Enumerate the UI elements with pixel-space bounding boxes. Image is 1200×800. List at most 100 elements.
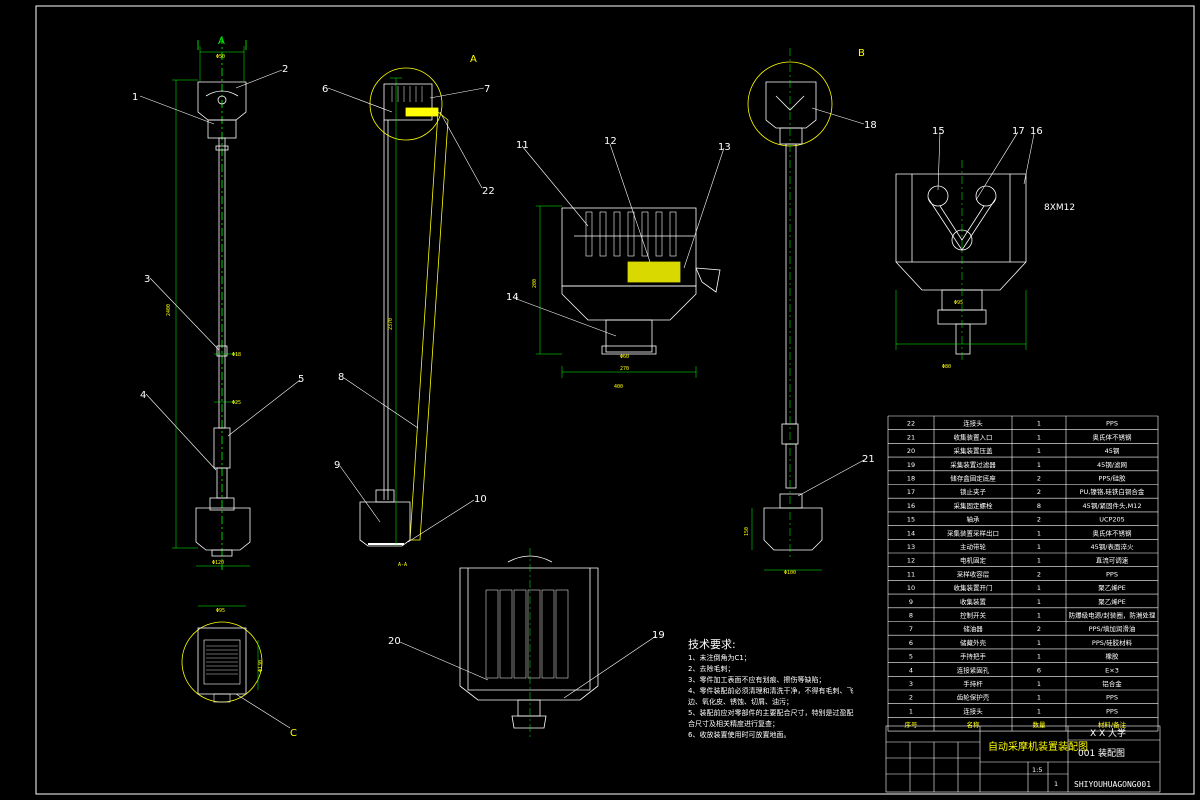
callout-15: 15 — [932, 126, 945, 137]
bom-cell: 2 — [1037, 488, 1041, 496]
note-line: 6、收放装置使用时可放置地面。 — [688, 730, 790, 739]
dim-total-mid: 2370 — [388, 318, 394, 330]
drawing-code: SHIYOUHUAGONG001 — [1074, 780, 1151, 789]
bom-cell: 手持杆 — [963, 679, 983, 688]
section-a-marks — [197, 40, 247, 50]
callout-17: 17 — [1012, 126, 1025, 137]
notes-lines: 1、未注倒角为C1；2、去除毛刺；3、零件加工表面不应有划痕、擦伤等缺陷；4、零… — [688, 653, 853, 739]
callout-7: 7 — [484, 84, 490, 95]
drawing-number: 001 装配图 — [1078, 747, 1125, 759]
bom-cell: 1 — [1037, 653, 1041, 661]
bom-cell: 4 — [909, 666, 913, 674]
left-dims — [172, 46, 250, 567]
callout-18: 18 — [864, 120, 877, 131]
bom-cell: 15 — [907, 516, 915, 524]
callout-10: 10 — [474, 494, 487, 505]
bom-cell: 连接头 — [963, 706, 983, 715]
drawing-title: 自动采摩机装置装配图 — [988, 740, 1088, 753]
left-view — [195, 36, 251, 570]
school-name: X X 大学 — [1090, 727, 1126, 739]
bom-cell: 储油器 — [963, 624, 983, 633]
bom-cell: 储藏外壳 — [960, 638, 987, 647]
dim-c-w: Φ95 — [216, 608, 225, 614]
bom-cell: 1 — [1037, 529, 1041, 537]
dim-right-h: 150 — [744, 527, 750, 536]
bom-cell: 防爆级电源/封装圈，防潮处理 — [1069, 611, 1156, 620]
bom-cell: PPS — [1106, 570, 1118, 578]
callout-16: 16 — [1030, 126, 1043, 137]
bom-cell: 1 — [1037, 447, 1041, 455]
section-a-right-label: A — [470, 54, 477, 65]
bom-cell: 轴承 — [967, 515, 981, 524]
bom-cell: 2 — [1037, 570, 1041, 578]
bom-cell: 19 — [907, 461, 915, 469]
note-line: 边、氧化皮、锈蚀、切屑、油污； — [688, 697, 793, 706]
dim-c-h: Φ130 — [258, 660, 264, 672]
bom-cell: 21 — [907, 433, 915, 441]
bom-header-cell: 数量 — [1033, 720, 1047, 729]
bom-cell: 手持把手 — [960, 652, 987, 661]
callout-21: 21 — [862, 454, 875, 465]
section-c-label: C — [290, 728, 297, 739]
bom-cell: 11 — [907, 570, 915, 578]
note-line: 2、去除毛刺； — [688, 664, 734, 673]
dim-total-left: 2400 — [166, 304, 172, 316]
bom-cell: 45钢/表面淬火 — [1091, 542, 1134, 551]
bom-cell: 2 — [1037, 625, 1041, 633]
dim-far-right-bottom: Φ80 — [942, 364, 951, 370]
dim-box-w: 270 — [620, 366, 629, 372]
bom-cell: 聚乙烯PE — [1098, 597, 1126, 606]
bom-cell: 收集装置 — [960, 597, 987, 606]
dim-side-w: Φ95 — [954, 300, 963, 306]
bom-cell: 2 — [909, 694, 913, 702]
bom-cell: PPS — [1106, 420, 1118, 428]
note-line: 5、装配前应对零部件的主要配合尺寸，特别是过盈配 — [688, 708, 853, 717]
bom-cell: PPS/填加润滑油 — [1089, 624, 1136, 633]
callout-22: 22 — [482, 186, 495, 197]
bom-cell: 1 — [1037, 557, 1041, 565]
bom-cell: 收集装置入口 — [954, 432, 993, 441]
bom-cell: 收集装置开门 — [954, 583, 993, 592]
bom-cell: 直流可调速 — [1096, 556, 1129, 565]
bom-cell: 橡胶 — [1106, 652, 1120, 661]
note-line: 3、零件加工表面不应有划痕、擦伤等缺陷； — [688, 675, 825, 684]
bom-cell: 锁止夹子 — [960, 487, 987, 496]
callout-2: 2 — [282, 64, 288, 75]
leader-lines — [139, 69, 1035, 699]
dim-bottom-left: Φ120 — [212, 560, 224, 566]
bom-cell: 储存盒固定底座 — [950, 474, 996, 483]
bom-cell: 9 — [909, 598, 913, 606]
bom-cell: 1 — [1037, 680, 1041, 688]
bom-cell: 1 — [1037, 612, 1041, 620]
dim-box-h: 200 — [532, 279, 538, 288]
bom-cell: 20 — [907, 447, 915, 455]
section-view — [359, 67, 449, 547]
bom-cell: 14 — [907, 529, 915, 537]
bom-cell: 12 — [907, 557, 915, 565]
bom-cell: 连接头 — [963, 419, 983, 428]
bom-cell: 1 — [1037, 639, 1041, 647]
right-dims — [751, 48, 822, 571]
bom-cell: 1 — [1037, 694, 1041, 702]
bom-cell: 1 — [1037, 543, 1041, 551]
bom-cell: 10 — [907, 584, 915, 592]
dim-top-left: Φ50 — [216, 54, 225, 60]
dim-box-bottom: 400 — [614, 384, 623, 390]
bom-cell: 聚乙烯PE — [1098, 583, 1126, 592]
bom-header-cell: 名称 — [967, 720, 981, 729]
bom-cell: 18 — [907, 475, 915, 483]
dim-mid-left2: Φ25 — [232, 400, 241, 406]
callout-5: 5 — [298, 374, 304, 385]
callout-3: 3 — [144, 274, 150, 285]
bom-cell: 1 — [1037, 707, 1041, 715]
bom-cell: 13 — [907, 543, 915, 551]
bom-cell: 齿轮保护壳 — [957, 693, 990, 702]
far-right-view — [895, 173, 1027, 355]
bom-cell: 2 — [1037, 516, 1041, 524]
callout-20: 20 — [388, 636, 401, 647]
sheet-value: 1 — [1054, 780, 1058, 788]
bom-cell: 连接紧固孔 — [957, 665, 990, 674]
bom-header-cell: 序号 — [905, 720, 919, 729]
